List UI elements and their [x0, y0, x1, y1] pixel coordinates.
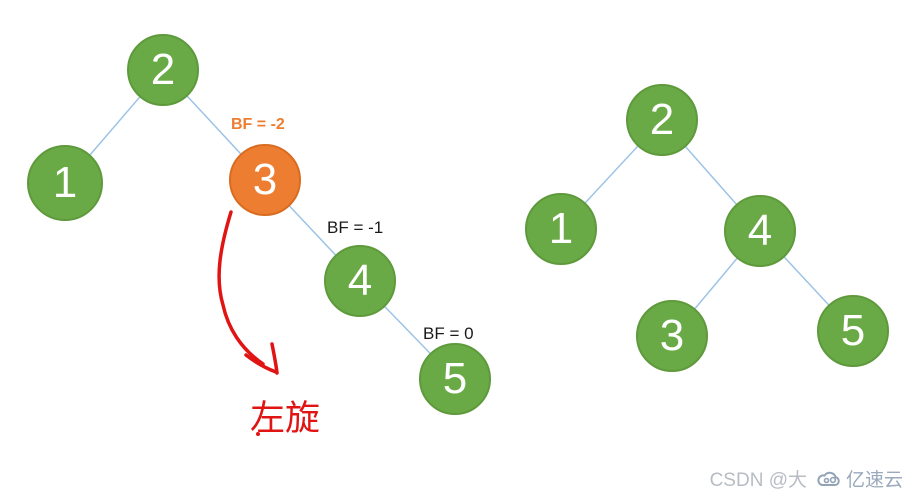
node-value: 2	[649, 95, 675, 144]
cloud-logo-text: 亿速云	[845, 470, 903, 491]
watermark-author-text: CSDN @大	[709, 470, 807, 491]
after-node-2: 2	[626, 84, 698, 156]
before-node-1: 1	[27, 145, 103, 221]
node-value: 5	[442, 354, 468, 403]
node-value: 3	[252, 155, 278, 204]
before-node-4: 4	[324, 245, 396, 317]
node-value: 1	[52, 158, 78, 207]
before-node-5: 5	[419, 343, 491, 415]
yisu-cloud-logo: 亿速云	[815, 465, 903, 492]
node-value: 1	[548, 204, 574, 253]
stray-ink-dot	[256, 432, 260, 436]
before-node-3-unbalanced: 3	[229, 144, 301, 216]
arrowhead-stroke-left	[244, 353, 278, 374]
node-value: 4	[347, 256, 373, 305]
before-node-2: 2	[127, 34, 199, 106]
node-value: 2	[150, 45, 176, 94]
after-node-4: 4	[724, 195, 796, 267]
bf-label-node4: BF = -1	[327, 218, 384, 237]
after-node-5: 5	[817, 295, 889, 367]
node-value: 5	[840, 306, 866, 355]
node-value: 4	[747, 206, 773, 255]
node-value: 3	[659, 311, 685, 360]
arrow-shaft	[217, 210, 265, 366]
bf-label-node3: BF = -2	[231, 116, 285, 133]
cloud-logo-icon	[817, 471, 840, 486]
after-node-1: 1	[525, 193, 597, 265]
bf-label-node5: BF = 0	[423, 324, 474, 343]
after-node-3: 3	[636, 300, 708, 372]
watermark: CSDN @大 亿速云	[710, 465, 903, 492]
arrowhead-stroke-top	[270, 342, 279, 375]
left-rotation-arrow	[217, 210, 279, 375]
rotation-label: 左旋	[250, 399, 321, 438]
